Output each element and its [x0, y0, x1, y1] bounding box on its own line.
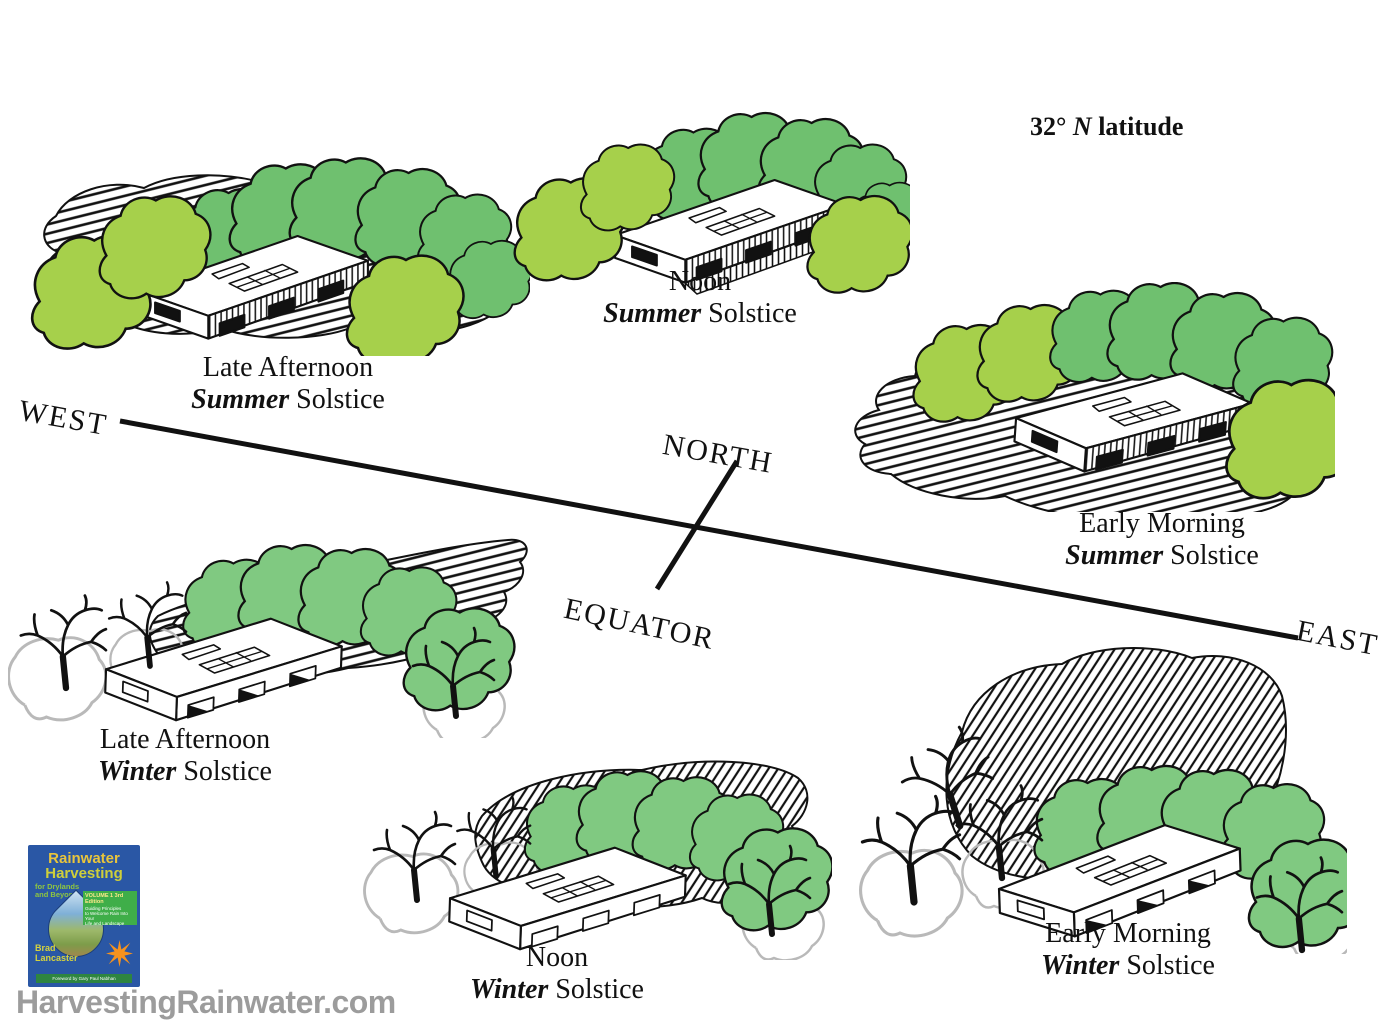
- scene-early-morning-summer-illustration: [854, 282, 1335, 512]
- scene-season: Winter: [98, 756, 177, 788]
- book-subtitle-line2: and Beyond: [35, 890, 78, 900]
- scene-time: Late Afternoon: [99, 724, 271, 755]
- book-volume: VOLUME 1 3rd Edition: [85, 893, 124, 906]
- book-tagline2: to Welcome Rain Into Your: [85, 910, 128, 921]
- label-early-morning-winter: Early Morning Winter Solstice: [1041, 918, 1215, 983]
- book-title-line2: Harvesting: [45, 865, 123, 882]
- book-volume-band: VOLUME 1 3rd Edition Guiding Principles …: [83, 891, 137, 927]
- label-early-morning-summer: Early Morning Summer Solstice: [1065, 508, 1259, 573]
- book-subtitle: for Drylands and Beyond: [35, 882, 80, 900]
- label-noon-summer: Noon Summer Solstice: [603, 266, 797, 331]
- scene-time: Early Morning: [1045, 918, 1211, 949]
- scene-noon-summer-illustration: [513, 111, 910, 295]
- latitude-title: 32° N latitude: [1030, 112, 1183, 142]
- book-title-line1: Rainwater: [48, 850, 120, 867]
- starburst-icon: [106, 940, 133, 967]
- scene-noon-winter-illustration: [363, 760, 832, 960]
- site-wordmark: HarvestingRainwater.com: [16, 984, 396, 1020]
- book-tagline3: Life and Landscape: [85, 921, 125, 927]
- book-author-line2: Lancaster: [35, 952, 78, 963]
- scene-event: Solstice: [1170, 540, 1259, 572]
- label-late-afternoon-winter: Late Afternoon Winter Solstice: [98, 724, 272, 789]
- scene-season: Winter: [470, 974, 549, 1006]
- latitude-degrees: 32°: [1030, 112, 1067, 141]
- scene-early-morning-winter-illustration: [852, 646, 1347, 954]
- scene-time: Noon: [668, 266, 732, 297]
- book-foreword: Foreword by Gary Paul Nabhan: [36, 974, 132, 983]
- scene-event: Solstice: [555, 974, 644, 1006]
- scene-time: Early Morning: [1079, 508, 1245, 539]
- west-east-axis-line: [119, 418, 1299, 641]
- book-author: Brad Lancaster: [35, 943, 78, 963]
- book-tagline1: Guiding Principles: [85, 905, 122, 911]
- north-equator-axis-line: [654, 459, 740, 591]
- latitude-suffix: latitude: [1098, 112, 1184, 141]
- scene-season: Summer: [191, 384, 290, 416]
- scene-time: Late Afternoon: [202, 352, 374, 383]
- scene-season: Summer: [1065, 540, 1164, 572]
- scene-late-afternoon-winter-illustration: [8, 538, 528, 738]
- label-noon-winter: Noon Winter Solstice: [470, 942, 644, 1007]
- book-cover: Rainwater Harvesting for Drylands and Be…: [28, 845, 140, 987]
- scene-event: Solstice: [1126, 950, 1215, 982]
- label-late-afternoon-summer: Late Afternoon Summer Solstice: [191, 352, 385, 417]
- book-title: Rainwater Harvesting: [28, 851, 140, 881]
- scene-late-afternoon-summer-illustration: [30, 157, 530, 356]
- scene-time: Noon: [525, 942, 589, 973]
- scene-event: Solstice: [296, 384, 385, 416]
- scene-season: Winter: [1041, 950, 1120, 982]
- latitude-hemisphere: N: [1072, 112, 1092, 141]
- scene-event: Solstice: [183, 756, 272, 788]
- scene-event: Solstice: [708, 298, 797, 330]
- scene-season: Summer: [603, 298, 702, 330]
- book-author-line1: Brad: [35, 943, 56, 954]
- book-subtitle-line1: for Drylands: [35, 882, 80, 891]
